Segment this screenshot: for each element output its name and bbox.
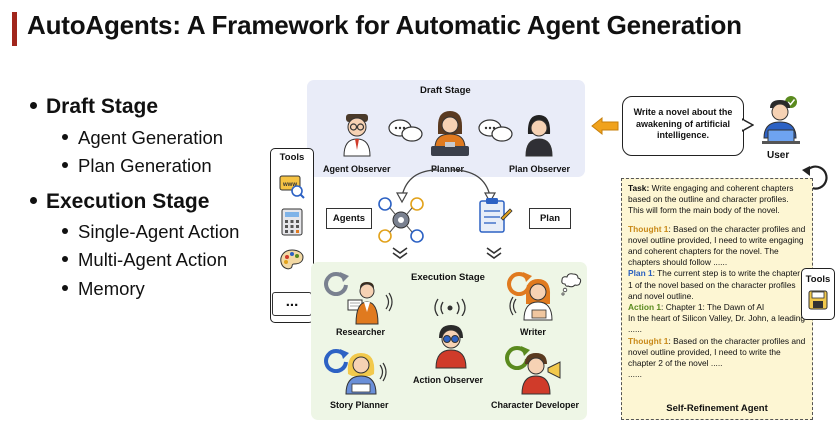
outline-item-plan-generation: Plan Generation [62,155,212,177]
researcher-label: Researcher [336,327,386,337]
user-label: User [767,150,790,161]
thought-text: : Based on the character profiles and no… [628,335,806,369]
outline-item-label: Plan Generation [78,155,212,176]
plan-observer-label: Plan Observer [509,164,571,174]
calculator-icon [281,208,303,236]
chat-bubbles-icon [478,119,513,142]
agent-observer-avatar-icon [343,114,371,157]
outline-item-label: Single-Agent Action [78,221,240,242]
agent-observer-label: Agent Observer [323,164,391,174]
thought-label: Thought 1 [628,223,669,234]
tools-panel-title: Tools [279,152,305,163]
outline-item-label: Memory [78,278,145,299]
user-request-bubble: Write a novel about the awakening of art… [622,96,744,156]
planner-arrows-icon [395,169,497,204]
signal-waves-icon [509,296,517,316]
refresh-arrow-icon [324,349,349,373]
story-planner-avatar-icon [345,353,377,395]
broadcast-icon [434,298,466,316]
chat-bubbles-icon [388,119,423,142]
web-search-icon: www [279,175,305,199]
researcher-avatar-icon [347,282,379,325]
bullet-icon [30,101,37,109]
character-developer-avatar-icon [521,353,561,395]
chevron-down-icon [392,247,408,259]
bubble-tail-icon [742,118,754,132]
planner-label: Planner [431,164,465,174]
action-body: In the heart of Silicon Valley, Dr. John… [628,313,806,335]
outline-execution-stage: Execution Stage [30,190,209,214]
execution-stage-title: Execution Stage [411,272,485,283]
slide-title: AutoAgents: A Framework for Automatic Ag… [27,10,742,40]
bullet-icon [30,196,37,204]
action-observer-label: Action Observer [413,375,484,385]
svg-text:www: www [282,182,297,188]
draft-stage-title: Draft Stage [420,85,471,96]
outline-draft-stage: Draft Stage [30,95,158,119]
outline-item-label: Multi-Agent Action [78,249,228,270]
tools-right-title: Tools [805,274,831,285]
outline-item-memory: Memory [62,278,145,300]
bullet-icon [62,285,68,292]
signal-waves-icon [385,292,393,312]
tools-more-label: ... [285,293,299,310]
bullet-icon [62,162,68,169]
thought-paragraph-2: Thought 1: Based on the character profil… [628,336,806,370]
refresh-arrow-icon [507,272,532,296]
thought-cloud-icon [561,273,582,296]
bullet-icon [62,256,68,263]
chevron-down-icon [486,247,502,259]
thought-text: : Based on the character profiles and no… [628,223,806,268]
outline-item-multi-agent-action: Multi-Agent Action [62,249,227,271]
plan-observer-avatar-icon [525,115,553,157]
thought-label: Thought 1 [628,335,669,346]
task-text: Write engaging and coherent chapters bas… [628,183,794,216]
task-paragraph: Task: Write engaging and coherent chapte… [628,183,806,217]
tools-more-box [272,292,312,316]
refresh-arrow-icon [324,272,349,296]
self-refinement-title: Self-Refinement Agent [666,402,768,414]
agents-label-box: Agents [326,208,372,229]
plan-text: : The current step is to write the chapt… [628,268,801,301]
writer-avatar-icon [523,279,553,321]
agents-network-icon [378,197,424,243]
outline-item-agent-generation: Agent Generation [62,127,223,149]
panel-ellipsis: ...... [628,369,642,380]
user-avatar-icon [762,96,800,144]
outline-execution-stage-label: Execution Stage [46,190,210,213]
title-accent-bar [12,12,17,46]
plan-clipboard-icon [479,198,513,233]
palette-icon [280,249,304,270]
thought-paragraph: Thought 1: Based on the character profil… [628,224,806,269]
self-refinement-panel: Task: Write engaging and coherent chapte… [621,178,813,420]
refresh-arrow-icon [505,346,530,370]
arrow-left-icon [591,116,619,136]
outline-item-single-agent-action: Single-Agent Action [62,221,239,243]
action-paragraph: Action 1: Chapter 1: The Dawn of AI [628,302,806,313]
writer-label: Writer [520,327,546,337]
outline-item-label: Agent Generation [78,127,224,148]
plan-label-box: Plan [529,208,571,229]
bullet-icon [62,134,68,141]
plan-paragraph: Plan 1: The current step is to write the… [628,268,806,302]
task-label: Task: [628,183,650,193]
plan-label: Plan 1 [628,268,653,279]
bullet-icon [62,228,68,235]
loop-arrow-icon [802,165,828,190]
save-disk-icon [808,290,828,310]
action-observer-avatar-icon [435,325,467,369]
character-developer-label: Character Developer [491,400,580,410]
story-planner-label: Story Planner [330,400,389,410]
action-text: : Chapter 1: The Dawn of AI [661,302,765,313]
signal-waves-icon [379,362,387,382]
action-label: Action 1 [628,302,662,313]
outline-draft-stage-label: Draft Stage [46,95,159,118]
planner-avatar-icon [431,111,469,156]
